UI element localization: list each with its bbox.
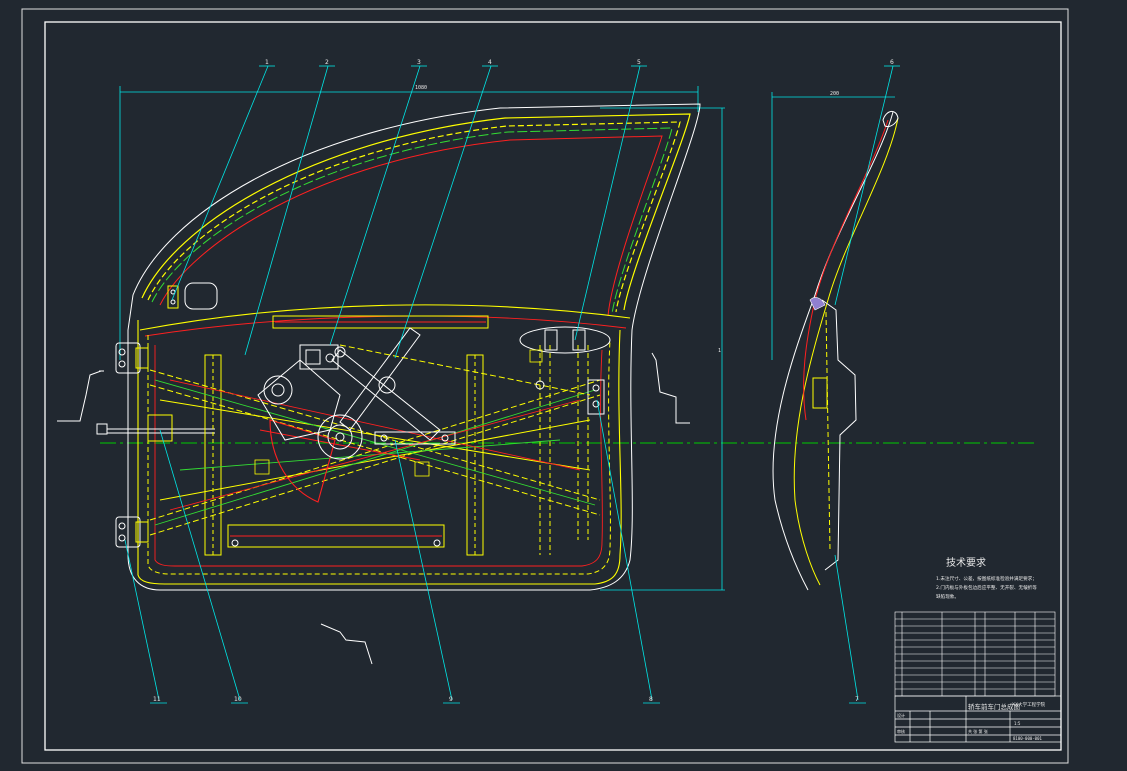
callout-9: 9 bbox=[449, 696, 453, 703]
callout-5: 5 bbox=[637, 59, 641, 66]
door-latch bbox=[587, 379, 605, 415]
bom-table bbox=[894, 611, 1056, 697]
inner-handle bbox=[519, 326, 611, 354]
callout-10: 10 bbox=[234, 696, 242, 703]
inner-panel-red bbox=[154, 345, 603, 567]
tech-req-line-2: 2.门内板与外板包边后应平整、无开裂、无皱折等 bbox=[936, 584, 1037, 591]
side-outer-skin bbox=[772, 111, 894, 591]
latch-rod bbox=[339, 344, 591, 396]
callout-7: 7 bbox=[855, 696, 859, 703]
sheet-outer-frame bbox=[21, 8, 1069, 764]
technical-requirements: 技术要求 1.未注尺寸、公差，按图纸标准检验并满足要求； 2.门内板与外板包边后… bbox=[936, 556, 1037, 600]
window-frame-green bbox=[151, 127, 673, 315]
title-block-org: XX大学工程学院 bbox=[1012, 701, 1046, 708]
callout-leaders bbox=[124, 65, 900, 704]
title-block-sheet: 共 张 第 张 bbox=[968, 728, 988, 734]
upper-glass-holder bbox=[272, 315, 489, 329]
tech-req-line-3: 缺陷现象。 bbox=[936, 593, 959, 600]
side-seal-blob bbox=[809, 297, 826, 311]
title-block bbox=[894, 695, 1062, 743]
rod-clip bbox=[535, 380, 545, 390]
x-arm-regulator bbox=[331, 327, 456, 445]
regulator-motor bbox=[257, 344, 363, 460]
tech-req-title: 技术要求 bbox=[946, 556, 986, 569]
callout-numbers: 1 2 3 4 5 6 11 10 9 8 7 bbox=[153, 59, 894, 703]
window-frame-outer bbox=[141, 113, 691, 311]
callout-8: 8 bbox=[649, 696, 653, 703]
dimension-side-text: 200 bbox=[830, 91, 839, 97]
title-block-check: 审核 bbox=[897, 728, 905, 734]
door-outer-contour bbox=[127, 103, 701, 591]
drawing-number: 8100-000-001 bbox=[1013, 736, 1042, 741]
mirror-mount bbox=[167, 282, 218, 310]
door-check-strap bbox=[96, 414, 215, 442]
side-trim-yellow bbox=[825, 311, 831, 551]
title-block-scale: 1:5 bbox=[1014, 721, 1021, 726]
upper-hinge bbox=[115, 342, 149, 374]
section-profile-bottom bbox=[320, 623, 373, 665]
inner-panel-dashed bbox=[147, 335, 611, 575]
callout-2: 2 bbox=[325, 59, 329, 66]
beltline-red bbox=[144, 315, 627, 337]
side-trim-panel bbox=[821, 299, 857, 571]
door-side-view bbox=[772, 111, 899, 591]
door-front-view bbox=[96, 103, 701, 591]
lower-hinge bbox=[115, 516, 149, 548]
section-profile-left bbox=[57, 370, 102, 422]
window-frame-dashed bbox=[147, 121, 681, 313]
inner-panel-outline bbox=[137, 320, 622, 585]
dimension-height-text: 1 bbox=[718, 348, 721, 354]
side-top-seal bbox=[882, 111, 899, 127]
side-glass-red bbox=[803, 119, 889, 421]
dimension-width-text: 1080 bbox=[415, 85, 427, 91]
callout-3: 3 bbox=[417, 59, 421, 66]
side-inner-skin bbox=[793, 117, 899, 586]
lower-rail bbox=[227, 524, 445, 548]
window-glass-red bbox=[159, 135, 663, 317]
title-block-design: 设计 bbox=[897, 712, 905, 718]
section-profile-right bbox=[651, 352, 690, 424]
fasteners bbox=[254, 349, 543, 477]
callout-6: 6 bbox=[890, 59, 894, 66]
side-regulator-block bbox=[812, 377, 828, 409]
callout-4: 4 bbox=[488, 59, 492, 66]
guide-rails bbox=[204, 345, 589, 556]
callout-11: 11 bbox=[153, 696, 161, 703]
beltline bbox=[139, 304, 631, 331]
regulator-sector-plate bbox=[269, 419, 336, 503]
drawing-title: 轿车前车门总成图 bbox=[968, 702, 1020, 711]
sheet-inner-frame bbox=[44, 21, 1062, 751]
callout-1: 1 bbox=[265, 59, 269, 66]
red-harness-lines bbox=[169, 379, 581, 511]
tech-req-line-1: 1.未注尺寸、公差，按图纸标准检验并满足要求； bbox=[936, 575, 1037, 582]
dimension-lines bbox=[119, 86, 895, 591]
